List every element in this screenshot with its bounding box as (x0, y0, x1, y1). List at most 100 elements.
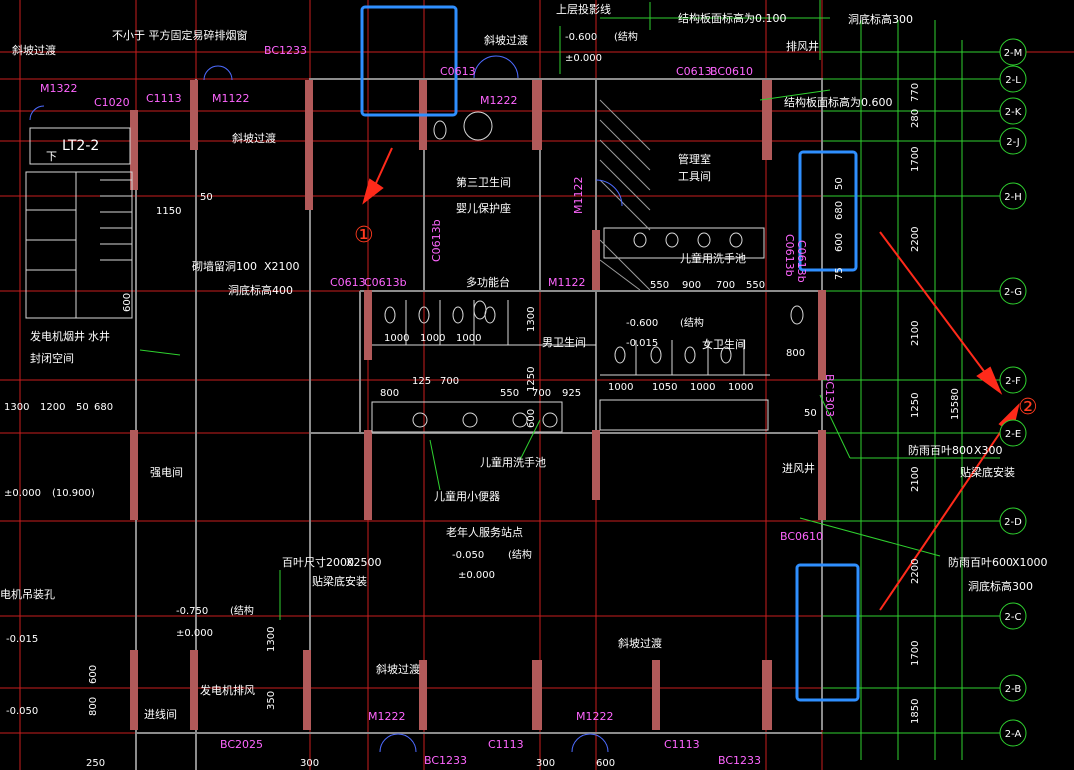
svg-text:(10.900): (10.900) (52, 488, 95, 499)
axis-bubble-label: 2-K (1005, 107, 1022, 118)
svg-text:-0.600: -0.600 (565, 32, 597, 43)
svg-text:(结构: (结构 (508, 548, 532, 561)
svg-text:BC1303: BC1303 (823, 374, 836, 417)
axis-bubble-circle (999, 277, 1027, 305)
svg-text:M1222: M1222 (368, 710, 406, 723)
svg-text:1200: 1200 (40, 402, 65, 413)
svg-text:多功能台: 多功能台 (466, 275, 510, 289)
svg-text:C0613b: C0613b (430, 219, 443, 262)
svg-text:儿童用洗手池: 儿童用洗手池 (480, 455, 546, 469)
svg-text:发电机烟井: 发电机烟井 (30, 329, 85, 343)
svg-text:2100: 2100 (910, 321, 921, 346)
svg-text:600: 600 (122, 293, 133, 312)
svg-text:2200: 2200 (910, 559, 921, 584)
svg-text:75: 75 (834, 267, 845, 280)
svg-text:50: 50 (804, 408, 817, 419)
svg-text:斜坡过渡: 斜坡过渡 (232, 131, 276, 145)
svg-text:±0.000: ±0.000 (176, 628, 213, 639)
axis-bubble-label: 2-J (1006, 137, 1019, 148)
svg-text:M1222: M1222 (480, 94, 518, 107)
wall-columns (130, 80, 826, 730)
svg-text:M1222: M1222 (576, 710, 614, 723)
marker-two: ② (1018, 395, 1038, 420)
axis-bubble-circle (999, 65, 1027, 93)
axis-bubble-circle (999, 366, 1027, 394)
axis-bubble-circle (999, 719, 1027, 747)
svg-text:50: 50 (834, 177, 845, 190)
svg-text:进风井: 进风井 (782, 461, 815, 475)
svg-text:排风井: 排风井 (786, 39, 819, 53)
axis-bubble-label: 2-M (1004, 48, 1023, 59)
svg-text:C0613: C0613 (330, 276, 366, 289)
right-dimension-lines (600, 0, 1000, 760)
svg-text:300: 300 (536, 758, 555, 769)
marker-one: ① (354, 223, 374, 248)
svg-text:儿童用小便器: 儿童用小便器 (434, 489, 500, 503)
highlight-box-right-lower (795, 563, 860, 702)
right-dims: 770 280 1700 50 680 600 2200 75 2100 125… (834, 83, 961, 724)
svg-text:1000: 1000 (420, 333, 445, 344)
axis-bubble-label: 2-A (1005, 729, 1022, 740)
axis-bubble-circle (999, 127, 1027, 155)
room-labels: 上层投影线 -0.600 (结构 ±0.000 结构板面标高为0.100 洞底标… (0, 2, 1048, 721)
svg-text:X300: X300 (974, 444, 1003, 457)
svg-text:550: 550 (746, 280, 765, 291)
axis-bubble-label: 2-H (1004, 192, 1022, 203)
svg-text:X2100: X2100 (264, 260, 300, 273)
axis-bubble-circle (999, 507, 1027, 535)
svg-text:700: 700 (440, 376, 459, 387)
svg-text:1300: 1300 (266, 627, 277, 652)
svg-text:(结构: (结构 (614, 30, 638, 43)
axis-bubbles: 2-M2-L2-K2-J2-H2-G2-F2-E2-D2-C2-B2-A (999, 38, 1027, 747)
svg-text:管理室: 管理室 (678, 152, 711, 166)
svg-text:-0.750: -0.750 (176, 606, 208, 617)
svg-text:1000: 1000 (728, 382, 753, 393)
svg-text:680: 680 (834, 201, 845, 220)
svg-text:百叶尺寸2000: 百叶尺寸2000 (282, 555, 354, 569)
svg-text:15580: 15580 (950, 388, 961, 420)
highlight-box-top (360, 5, 458, 117)
svg-text:1300: 1300 (4, 402, 29, 413)
svg-text:女卫生间: 女卫生间 (702, 337, 746, 351)
svg-text:1250: 1250 (526, 367, 537, 392)
svg-text:男卫生间: 男卫生间 (542, 335, 586, 349)
svg-text:680: 680 (94, 402, 113, 413)
svg-text:2200: 2200 (910, 227, 921, 252)
svg-text:550: 550 (500, 388, 519, 399)
axis-bubble-label: 2-C (1005, 612, 1022, 623)
svg-text:-0.015: -0.015 (6, 634, 38, 645)
svg-text:600: 600 (834, 233, 845, 252)
toilet-fixtures (371, 111, 804, 433)
axis-bubble-label: 2-D (1004, 517, 1022, 528)
svg-text:M1322: M1322 (40, 82, 78, 95)
svg-text:M1122: M1122 (548, 276, 586, 289)
svg-text:C0613: C0613 (440, 65, 476, 78)
svg-text:斜坡过渡: 斜坡过渡 (484, 33, 528, 47)
svg-text:1250: 1250 (910, 393, 921, 418)
svg-text:BC0610: BC0610 (710, 65, 753, 78)
svg-text:±0.000: ±0.000 (4, 488, 41, 499)
svg-text:下: 下 (46, 150, 57, 163)
svg-text:工具间: 工具间 (678, 170, 711, 183)
svg-text:M1122: M1122 (572, 177, 585, 215)
axis-bubble-circle (999, 602, 1027, 630)
svg-text:50: 50 (76, 402, 89, 413)
svg-text:-0.600: -0.600 (626, 318, 658, 329)
svg-text:防雨百叶600: 防雨百叶600 (948, 555, 1013, 569)
svg-text:BC2025: BC2025 (220, 738, 263, 751)
svg-text:1000: 1000 (608, 382, 633, 393)
svg-text:800: 800 (88, 697, 99, 716)
svg-text:550: 550 (650, 280, 669, 291)
svg-text:斜坡过渡: 斜坡过渡 (12, 43, 56, 57)
svg-text:700: 700 (532, 388, 551, 399)
axis-bubble-circle (999, 38, 1027, 66)
highlight-boxes (360, 5, 860, 702)
svg-text:2100: 2100 (910, 467, 921, 492)
svg-text:C1113: C1113 (146, 92, 182, 105)
svg-text:700: 700 (716, 280, 735, 291)
axis-bubble-label: 2-L (1005, 75, 1021, 86)
svg-text:儿童用洗手池: 儿童用洗手池 (680, 251, 746, 265)
svg-text:X2500: X2500 (346, 556, 382, 569)
svg-text:发电机排风: 发电机排风 (200, 683, 255, 697)
